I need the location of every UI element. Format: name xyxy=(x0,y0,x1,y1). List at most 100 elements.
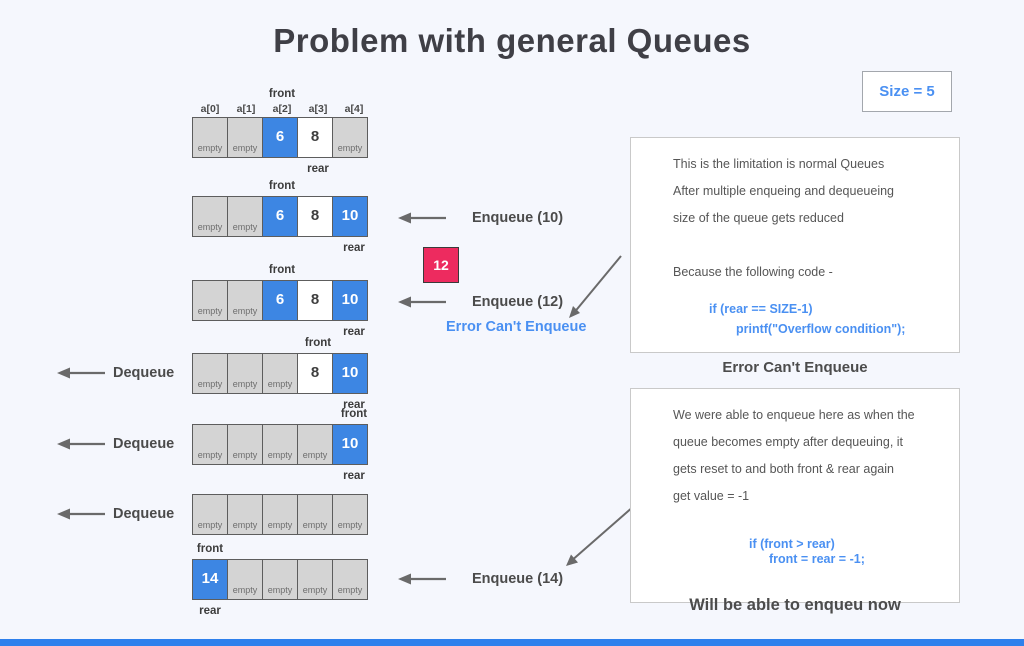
left-arrow-icon xyxy=(398,212,446,224)
info-text-line: This is the limitation is normal Queues xyxy=(673,157,885,171)
cell-value: 10 xyxy=(341,434,359,452)
index-labels: a[0]a[1]a[2]a[3]a[4] xyxy=(192,103,372,115)
info-text-line: After multiple enqueing and dequeueing xyxy=(673,184,895,198)
cell-value: 14 xyxy=(201,569,219,587)
cell-value: 8 xyxy=(310,206,320,224)
front-pointer-label: front xyxy=(196,543,224,555)
cell-value: 8 xyxy=(310,290,320,308)
queue-cell: empty xyxy=(227,280,263,321)
index-label: a[4] xyxy=(344,103,364,115)
rear-pointer-label: rear xyxy=(343,399,365,411)
cell-value: 8 xyxy=(310,127,320,145)
enqueue-10-label: Enqueue (10) xyxy=(472,210,564,226)
empty-cell-label: empty xyxy=(197,222,223,232)
queue-cell: 10 xyxy=(332,280,368,321)
empty-cell-label: empty xyxy=(232,379,258,389)
cell-value: 6 xyxy=(275,290,285,308)
empty-cell-label: empty xyxy=(267,585,293,595)
info-box-overflow: This is the limitation is normal Queues … xyxy=(630,137,960,376)
cell-value: 10 xyxy=(341,290,359,308)
cell-value: 6 xyxy=(275,127,285,145)
rear-pointer-label: rear xyxy=(343,326,365,338)
queue-cell: empty xyxy=(262,494,298,535)
queue-cell: 8 xyxy=(297,196,333,237)
front-pointer-label: front xyxy=(340,408,368,420)
queue-cell: empty xyxy=(297,424,333,465)
front-pointer-label: front xyxy=(268,180,296,192)
queue-cell: empty xyxy=(192,196,228,237)
index-label: a[1] xyxy=(236,103,256,115)
empty-cell-label: empty xyxy=(302,520,328,530)
info-box-footer: Error Can't Enqueue xyxy=(722,359,868,376)
info-text-line: size of the queue gets reduced xyxy=(673,211,844,225)
empty-cell-label: empty xyxy=(337,143,363,153)
queue-cell: empty xyxy=(227,117,263,158)
queue-cell: empty xyxy=(297,559,333,600)
info-text-line: We were able to enqueue here as when the xyxy=(673,408,915,422)
dequeue-operation-3: Dequeue xyxy=(57,504,174,524)
left-arrow-icon xyxy=(57,438,105,450)
empty-cell-label: empty xyxy=(232,222,258,232)
code-block: if (front > rear) front = rear = -1; xyxy=(673,537,945,567)
info-box-reset: We were able to enqueue here as when the… xyxy=(630,388,960,614)
queue-cell: 8 xyxy=(297,280,333,321)
code-line: front = rear = -1; xyxy=(769,552,865,566)
queue-cell: 14 xyxy=(192,559,228,600)
empty-cell-label: empty xyxy=(197,450,223,460)
empty-cell-label: empty xyxy=(197,379,223,389)
enqueue-10-operation: Enqueue (10) xyxy=(398,208,563,228)
empty-cell-label: empty xyxy=(267,379,293,389)
error-cant-enqueue-label: Error Can't Enqueue xyxy=(446,319,587,335)
queue-cell: empty xyxy=(227,494,263,535)
empty-cell-label: empty xyxy=(232,520,258,530)
code-line: if (rear == SIZE-1) xyxy=(709,302,813,316)
enqueue-14-label: Enqueue (14) xyxy=(472,571,564,587)
empty-cell-label: empty xyxy=(232,585,258,595)
queue-cell: empty xyxy=(262,424,298,465)
page-title: Problem with general Queues xyxy=(273,22,751,59)
queue-cells: empty empty empty empty empty xyxy=(192,494,374,535)
queue-cell: empty xyxy=(297,494,333,535)
enqueue-12-operation: Enqueue (12) xyxy=(398,292,563,312)
enqueue-12-label: Enqueue (12) xyxy=(472,294,564,310)
rear-pointer-label: rear xyxy=(343,470,365,482)
left-arrow-icon xyxy=(398,573,446,585)
index-label: a[3] xyxy=(308,103,328,115)
empty-cell-label: empty xyxy=(197,520,223,530)
info-box-footer: Will be able to enqueu now xyxy=(689,596,901,614)
queue-cell: empty xyxy=(227,196,263,237)
rear-pointer-label: rear xyxy=(343,242,365,254)
empty-cell-label: empty xyxy=(302,585,328,595)
dequeue-operation-2: Dequeue xyxy=(57,434,174,454)
front-pointer-label: front xyxy=(268,264,296,276)
diagonal-arrow-bottom-icon xyxy=(566,505,635,566)
diagonal-arrow-top-icon xyxy=(569,255,622,318)
queue-cell: 8 xyxy=(297,117,333,158)
queue-cell: 10 xyxy=(332,196,368,237)
info-text-line: get value = -1 xyxy=(673,489,750,503)
queue-cell: 6 xyxy=(262,196,298,237)
dequeue-operation-1: Dequeue xyxy=(57,363,174,383)
front-pointer-label: front xyxy=(268,88,296,100)
code-line: if (front > rear) xyxy=(749,537,835,551)
queue-cell: 8 xyxy=(297,353,333,394)
enqueue-14-operation: Enqueue (14) xyxy=(398,569,563,589)
empty-cell-label: empty xyxy=(337,520,363,530)
rear-pointer-label: rear xyxy=(307,163,329,175)
code-line: printf("Overflow condition"); xyxy=(736,322,906,336)
info-text-line: gets reset to and both front & rear agai… xyxy=(673,462,894,476)
queue-cell: empty xyxy=(227,559,263,600)
info-text-line: queue becomes empty after dequeuing, it xyxy=(673,435,904,449)
queue-cell: empty xyxy=(192,117,228,158)
queue-cell: empty xyxy=(192,494,228,535)
queue-cell: empty xyxy=(192,424,228,465)
index-label: a[0] xyxy=(200,103,220,115)
queue-cell: 10 xyxy=(332,353,368,394)
bottom-accent-bar xyxy=(0,639,1024,646)
